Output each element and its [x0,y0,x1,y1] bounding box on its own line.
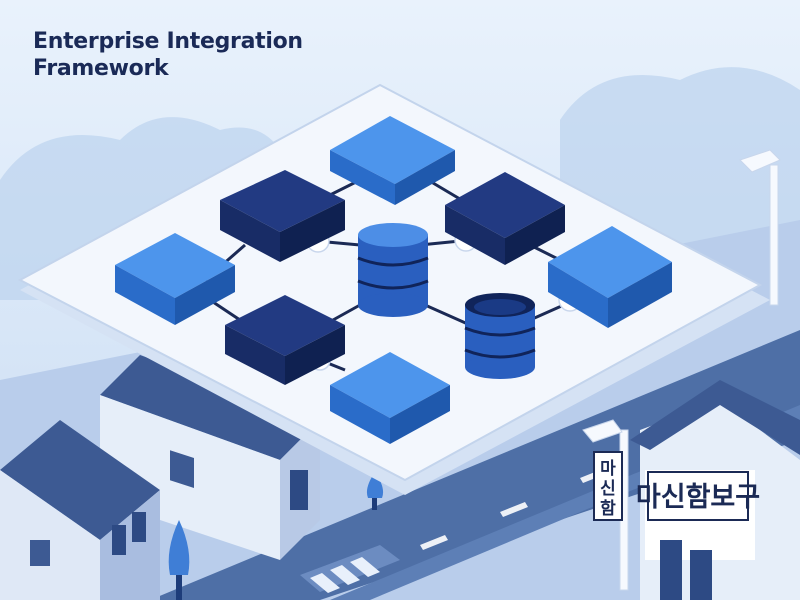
block-dark-upper-right [445,172,565,265]
street-lamp-sign: 마 신 함 [582,419,629,591]
tree [168,520,190,600]
building-left-front [0,420,160,600]
building-sign-text: 마신함보구 [636,482,760,513]
database-right [464,293,536,379]
block-bottom [330,352,450,444]
title-line-2: Framework [33,56,169,81]
street-lamp-right [739,149,781,306]
title-line-1: Enterprise Integration [33,29,303,54]
vertical-sign-char-3: 함 [600,498,616,519]
vertical-sign-char-2: 신 [600,479,616,499]
page-title: Enterprise Integration Framework [33,28,393,82]
database-center [357,223,429,317]
block-dark-lower [225,295,345,385]
building-sign: 마신함보구 [636,471,760,521]
block-top-center [330,116,455,205]
road [150,330,800,600]
block-right [548,226,672,328]
block-left [115,233,235,325]
tree-small [366,472,384,510]
vertical-sign-char-1: 마 [600,459,616,479]
block-dark-upper-left [220,170,345,262]
building-left-back [100,355,320,560]
